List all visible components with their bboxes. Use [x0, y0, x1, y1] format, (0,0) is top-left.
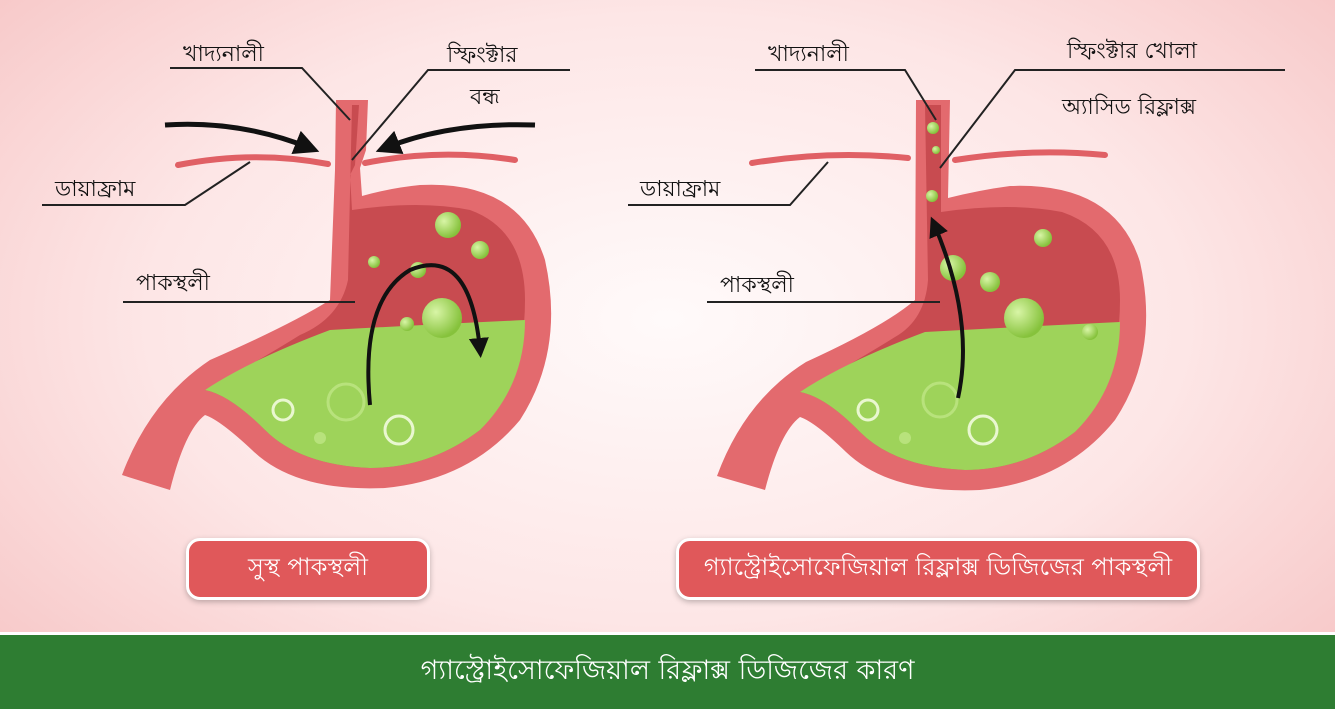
diaphragm-left-arc — [178, 157, 328, 165]
label-sphincter-left: স্ফিংক্টার — [447, 38, 518, 75]
label-acid-reflux: অ্যাসিড রিফ্লাক্স — [1062, 90, 1196, 127]
diaphragm-left-arc — [752, 155, 908, 163]
diaphragm-right-arc — [365, 155, 515, 163]
label-esophagus-left: খাদ্যনালী — [183, 37, 264, 74]
footer-banner: গ্যাস্ট্রোইসোফেজিয়াল রিফ্লাক্স ডিজিজের … — [0, 632, 1335, 709]
label-diaphragm-right: ডায়াফ্রাম — [640, 172, 720, 209]
footer-title: গ্যাস্ট্রোইসোফেজিয়াল রিফ্লাক্স ডিজিজের … — [0, 635, 1335, 709]
label-stomach-left: পাকস্থলী — [136, 266, 210, 303]
label-sphincter-closed: বন্ধ — [470, 80, 500, 117]
label-diaphragm-left: ডায়াফ্রাম — [55, 172, 135, 209]
label-esophagus-right: খাদ্যনালী — [768, 37, 849, 74]
caption-gerd-stomach: গ্যাস্ট্রোইসোফেজিয়াল রিফ্লাক্স ডিজিজের … — [676, 538, 1200, 600]
diaphragm-right-arc — [955, 152, 1105, 160]
label-sphincter-open: স্ফিংক্টার খোলা — [1067, 34, 1197, 71]
caption-healthy-stomach: সুস্থ পাকস্থলী — [186, 538, 430, 600]
label-stomach-right: পাকস্থলী — [720, 268, 794, 305]
healthy-stomach — [42, 68, 570, 490]
